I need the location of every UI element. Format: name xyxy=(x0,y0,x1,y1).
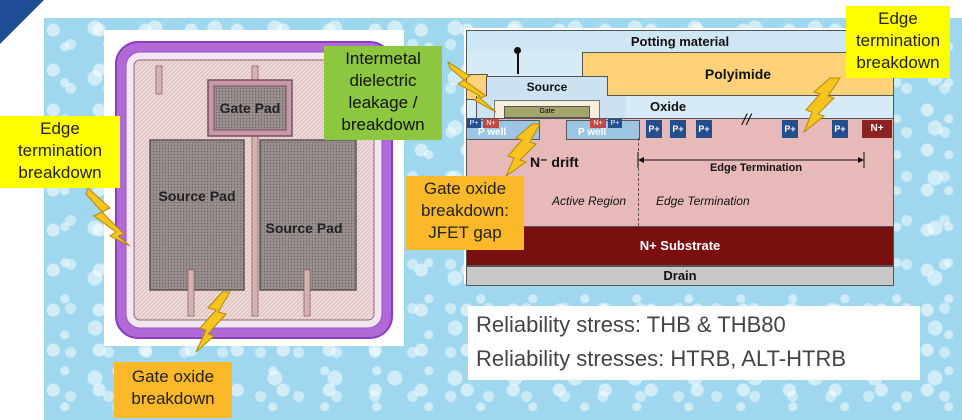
edge-term-arrow-label: Edge Termination xyxy=(709,162,803,174)
guard-ring-2: P+ xyxy=(670,120,686,138)
lightning-bolt-icon xyxy=(504,123,541,178)
lightning-bolt-icon xyxy=(195,291,231,353)
lightning-bolt-icon xyxy=(85,187,131,247)
callout-line: Intermetal xyxy=(345,49,421,68)
guard-ring-5: P+ xyxy=(832,120,848,138)
source-pad-right-label: Source Pad xyxy=(265,220,343,236)
source-pad-left-label: Source Pad xyxy=(158,188,236,204)
callout-line: Gate oxide xyxy=(131,367,215,386)
chip-layout-diagram xyxy=(115,41,393,339)
nplus-right-cell: N+ xyxy=(590,119,606,128)
polyimide-layer: Polyimide xyxy=(582,52,894,96)
oxide-layer: Oxide xyxy=(626,96,892,118)
wire-bond-dot xyxy=(514,47,521,54)
break-mark: // xyxy=(742,112,751,129)
stress-line-1: Reliability stress: THB & THB80 xyxy=(476,312,786,337)
callout-line: breakdown xyxy=(131,389,215,408)
drain-layer: Drain xyxy=(466,266,894,286)
callout-line: breakdown xyxy=(856,53,940,72)
corner-accent xyxy=(0,0,44,44)
potting-layer: Potting material xyxy=(466,30,894,54)
active-region-label: Active Region xyxy=(552,194,627,208)
edge-termination-callout-right: Edge termination breakdown xyxy=(846,6,950,78)
edge-term-region-label: Edge Termination xyxy=(656,194,750,208)
lightning-bolt-icon xyxy=(447,60,497,113)
channel-stop: N+ xyxy=(862,120,892,138)
callout-line: termination xyxy=(17,141,103,160)
callout-line: leakage / xyxy=(348,93,418,112)
gate-oxide-jfet-callout: Gate oxide breakdown: JFET gap xyxy=(406,176,524,250)
source-metal: Source xyxy=(486,76,608,98)
callout-line: breakdown xyxy=(18,163,102,182)
gate-oxide-callout: Gate oxide breakdown xyxy=(114,362,232,418)
p-well-right-label: P well xyxy=(578,127,607,138)
edge-termination-callout-left: Edge termination breakdown xyxy=(0,116,120,188)
intermetal-dielectric-callout: Intermetal dielectric leakage / breakdow… xyxy=(324,46,442,140)
callout-line: Edge xyxy=(40,119,80,138)
nplus-left: N+ xyxy=(483,119,499,128)
callout-line: breakdown xyxy=(341,115,425,134)
callout-line: termination xyxy=(855,31,941,50)
callout-line: breakdown: xyxy=(421,201,509,220)
lightning-bolt-icon xyxy=(802,77,841,134)
guard-ring-1: P+ xyxy=(646,120,662,138)
gate-pad-label: Gate Pad xyxy=(219,100,281,116)
n-drift-label: N⁻ drift xyxy=(530,154,579,170)
callout-line: Edge xyxy=(878,9,918,28)
active-vertical-line xyxy=(638,138,639,226)
callout-line: JFET gap xyxy=(428,223,502,242)
guard-ring-4: P+ xyxy=(782,120,798,138)
wire-bond xyxy=(517,50,519,74)
callout-line: dielectric xyxy=(349,71,417,90)
reliability-stress-box: Reliability stress: THB & THB80 Reliabil… xyxy=(468,306,920,380)
callout-line: Gate oxide xyxy=(423,179,507,198)
gate-electrode: Gate xyxy=(504,106,590,118)
p-well-left-label: P well xyxy=(478,127,507,138)
pplus-left: P+ xyxy=(467,119,481,128)
guard-ring-3: P+ xyxy=(696,120,712,138)
stress-line-2: Reliability stresses: HTRB, ALT-HTRB xyxy=(476,346,847,371)
pplus-right-cell: P+ xyxy=(608,119,622,128)
substrate-layer: N+ Substrate xyxy=(466,226,894,266)
